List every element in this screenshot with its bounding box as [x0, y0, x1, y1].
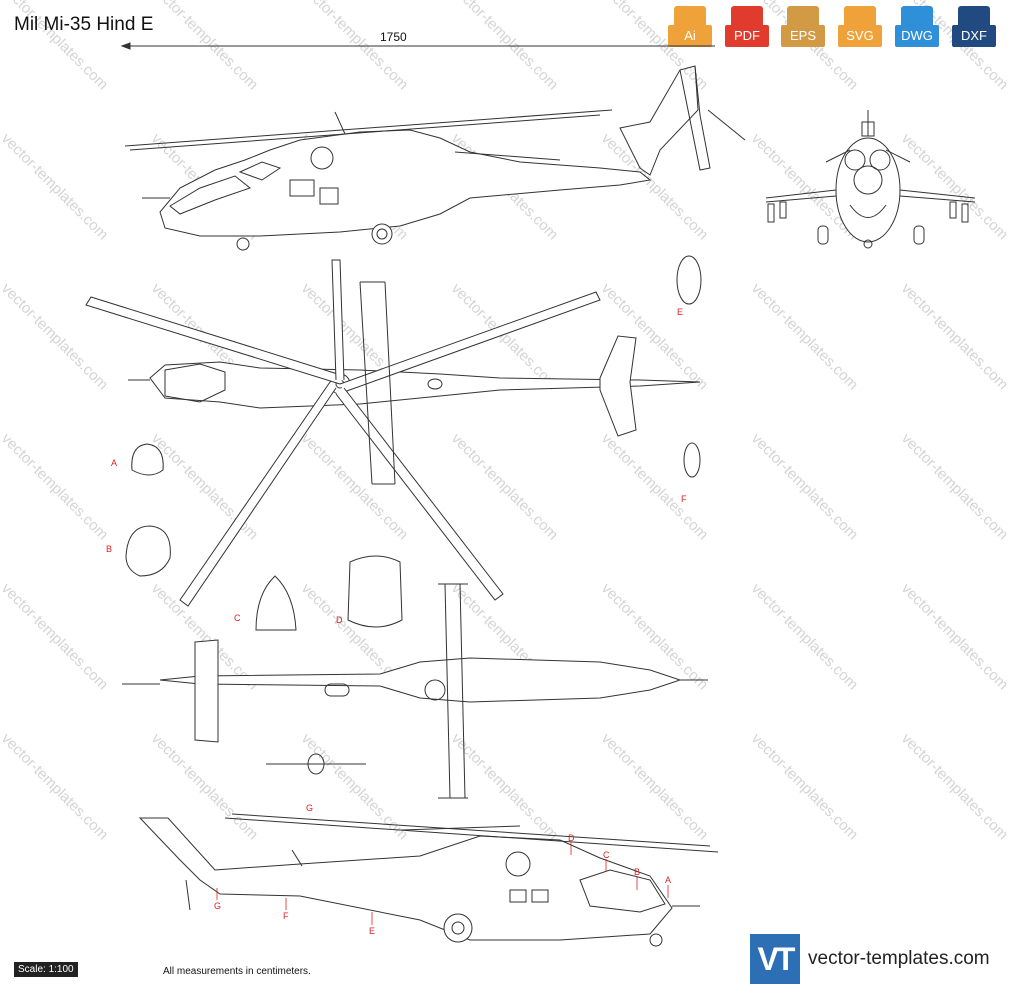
- page-title: Mil Mi-35 Hind E: [14, 14, 154, 35]
- section-label-c: C: [603, 850, 610, 860]
- section-label-e: E: [369, 926, 375, 936]
- section-label-g: G: [214, 901, 221, 911]
- measurement-note: All measurements in centimeters.: [163, 966, 311, 977]
- section-label-b: B: [106, 544, 112, 554]
- bottom-view: [122, 583, 708, 799]
- format-label: EPS: [781, 25, 825, 47]
- section-label-c: C: [234, 613, 241, 623]
- section-label-f: F: [681, 494, 687, 504]
- section-marker-lines: [216, 842, 669, 925]
- front-view: [765, 110, 976, 249]
- download-dwg-button[interactable]: DWG: [895, 6, 939, 50]
- length-dimension-line: [120, 42, 715, 50]
- side-view-bottom: [138, 813, 719, 947]
- download-ai-button[interactable]: Ai: [668, 6, 712, 50]
- side-view-top: [124, 65, 746, 251]
- section-label-a: A: [111, 458, 117, 468]
- format-label: Ai: [668, 25, 712, 47]
- section-label-e: E: [677, 307, 683, 317]
- section-label-f: F: [283, 911, 289, 921]
- download-pdf-button[interactable]: PDF: [725, 6, 769, 50]
- format-label: PDF: [725, 25, 769, 47]
- section-outlines: [125, 255, 702, 631]
- download-eps-button[interactable]: EPS: [781, 6, 825, 50]
- scale-badge: Scale: 1:100: [14, 962, 78, 977]
- section-label-a: A: [665, 875, 671, 885]
- format-label: SVG: [838, 25, 882, 47]
- brand-name: vector-templates.com: [808, 948, 990, 969]
- brand-link[interactable]: VT vector-templates.com: [750, 934, 1000, 984]
- length-dimension-label: 1750: [380, 30, 407, 44]
- section-label-d: D: [568, 833, 575, 843]
- vt-logo-icon: VT: [750, 934, 800, 984]
- format-label: DXF: [952, 25, 996, 47]
- format-label: DWG: [895, 25, 939, 47]
- download-dxf-button[interactable]: DXF: [952, 6, 996, 50]
- section-label-d: D: [336, 615, 343, 625]
- section-label-g: G: [306, 803, 313, 813]
- download-svg-button[interactable]: SVG: [838, 6, 882, 50]
- section-label-b: B: [634, 867, 640, 877]
- top-view: [85, 259, 701, 607]
